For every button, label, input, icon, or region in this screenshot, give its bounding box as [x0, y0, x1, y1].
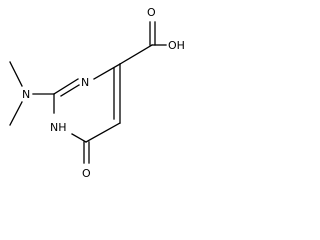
bond-namine-me-up — [9, 61, 23, 87]
bond-n3-c2-inner — [60, 84, 80, 97]
carbonyl-oxygen-label: O — [82, 167, 91, 180]
amine-nitrogen-label: N — [22, 88, 30, 101]
structure-canvas: N NH N O OH O — [0, 0, 201, 189]
bond-n3-c2 — [53, 78, 79, 95]
ring-nh-label: NH — [50, 121, 67, 134]
bond-namine-me-down — [9, 101, 23, 126]
bond-n1-c6 — [71, 133, 87, 143]
molecule-drawing: N NH N O OH O — [9, 6, 185, 180]
bond-c6-c5 — [85, 122, 121, 143]
acid-oxygen-label: O — [147, 6, 156, 19]
bond-c4-cacid — [119, 44, 153, 65]
acid-hydroxyl-label: OH — [168, 39, 185, 52]
bond-c4-n3 — [93, 63, 121, 80]
ring-nitrogen-label: N — [81, 76, 89, 89]
